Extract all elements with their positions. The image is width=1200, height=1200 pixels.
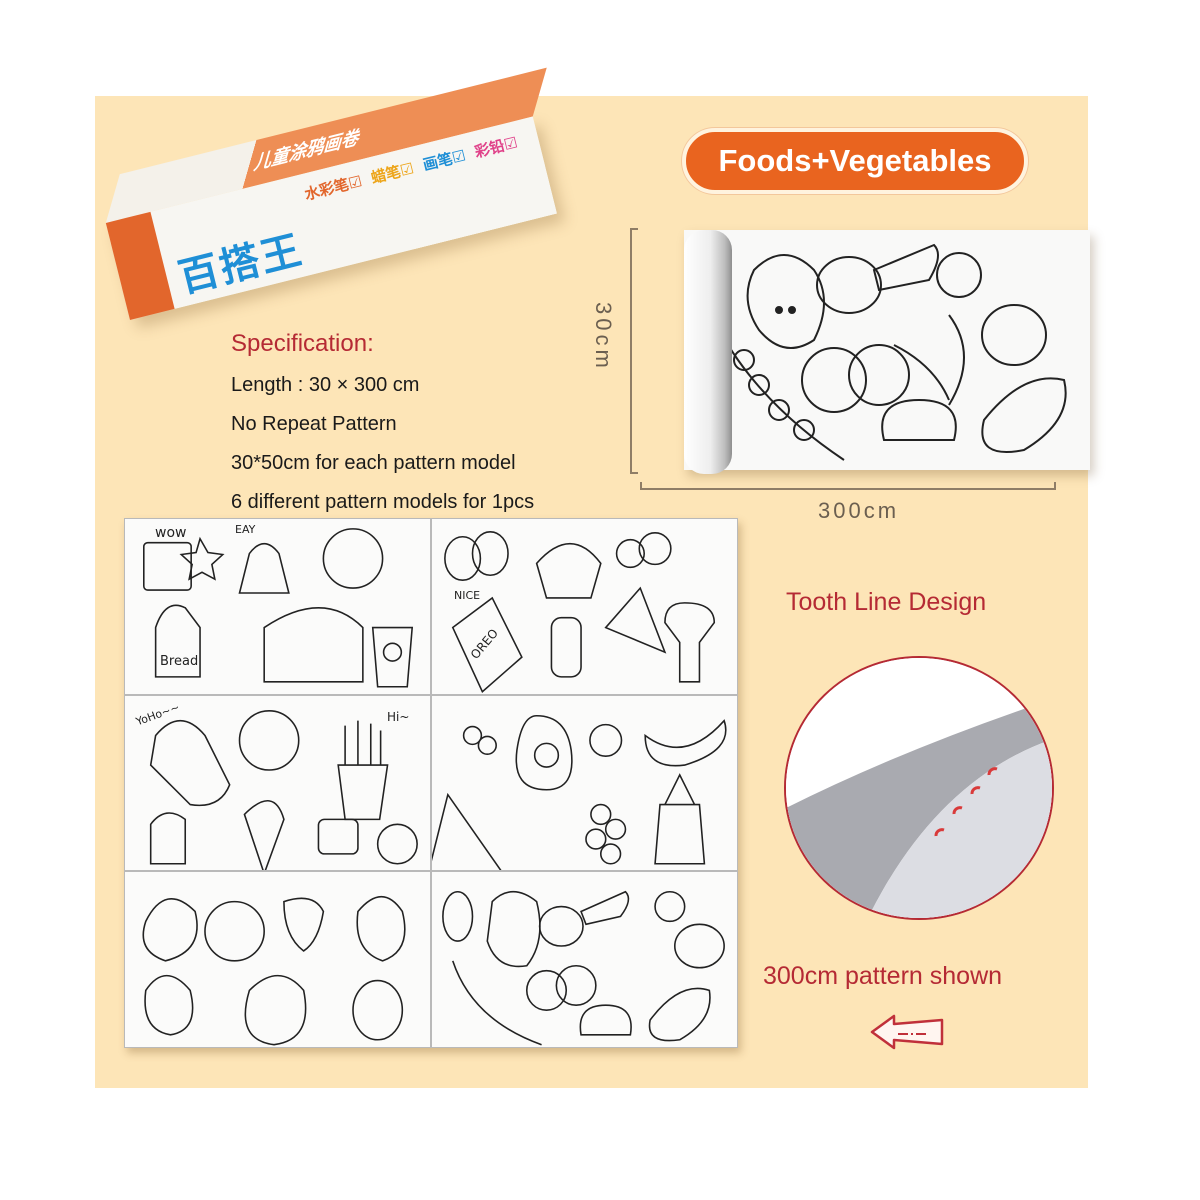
pattern-shown-label: 300cm pattern shown (763, 962, 1003, 990)
pattern-sheet: wow EAY Bread NICE OREO YoHo~~ Hi~ (124, 518, 738, 1048)
spec-pattern-count: 6 different pattern models for 1pcs (231, 491, 535, 513)
snacks-doodles-icon (444, 531, 716, 693)
doodle-word: wow (155, 525, 187, 541)
vegetable-doodles-icon (713, 243, 1067, 461)
pattern-panel-bakery: wow EAY Bread (124, 518, 431, 695)
width-label: 300cm (818, 498, 900, 523)
bakery-doodles-icon (143, 528, 414, 688)
spec-length: Length : 30 × 300 cm (231, 374, 420, 396)
specification-title: Specification: (231, 330, 374, 357)
width-dimension-line (640, 482, 1056, 490)
vegetable-doodles-icon (442, 891, 725, 1046)
height-label: 30cm (591, 302, 616, 372)
doodle-word: NICE (454, 589, 481, 602)
product-box-image: 儿童涂鸦画卷 百搭王 水彩笔☑ 蜡笔☑ 画笔☑ 彩铅☑ (105, 67, 570, 340)
pattern-panel-snacks: NICE OREO (431, 518, 738, 695)
tooth-line-title: Tooth Line Design (786, 588, 987, 616)
doodle-word: Hi~ (387, 709, 410, 724)
category-badge: Foods+Vegetables (682, 128, 1028, 194)
doodle-word: Bread (160, 654, 199, 669)
specification-block: Specification: Length : 30 × 300 cm No R… (231, 330, 534, 522)
spec-pattern-size: 30*50cm for each pattern model (231, 452, 516, 474)
pattern-panel-vegetables (431, 871, 738, 1048)
roll-illustration: 30cm 300cm (591, 222, 1090, 542)
pattern-panel-fastfood: YoHo~~ Hi~ (124, 694, 431, 872)
fastfood-doodles-icon (149, 709, 418, 871)
product-box: 儿童涂鸦画卷 百搭王 水彩笔☑ 蜡笔☑ 画笔☑ 彩铅☑ (105, 67, 557, 320)
fruit-doodles-icon (142, 896, 406, 1046)
fruit-doodles-icon (432, 714, 727, 871)
perforated-edge-icon (784, 656, 1054, 920)
paper-roll-icon (684, 230, 732, 474)
doodle-word: EAY (235, 523, 256, 536)
pattern-panel-fruits-1 (431, 694, 738, 872)
roll-sheet (684, 230, 1090, 470)
height-dimension-line (630, 228, 638, 474)
spec-no-repeat: No Repeat Pattern (231, 413, 397, 435)
pattern-panel-fruits-2 (124, 871, 431, 1048)
arrow-left-icon (868, 1010, 948, 1054)
tooth-line-closeup (786, 658, 1052, 918)
